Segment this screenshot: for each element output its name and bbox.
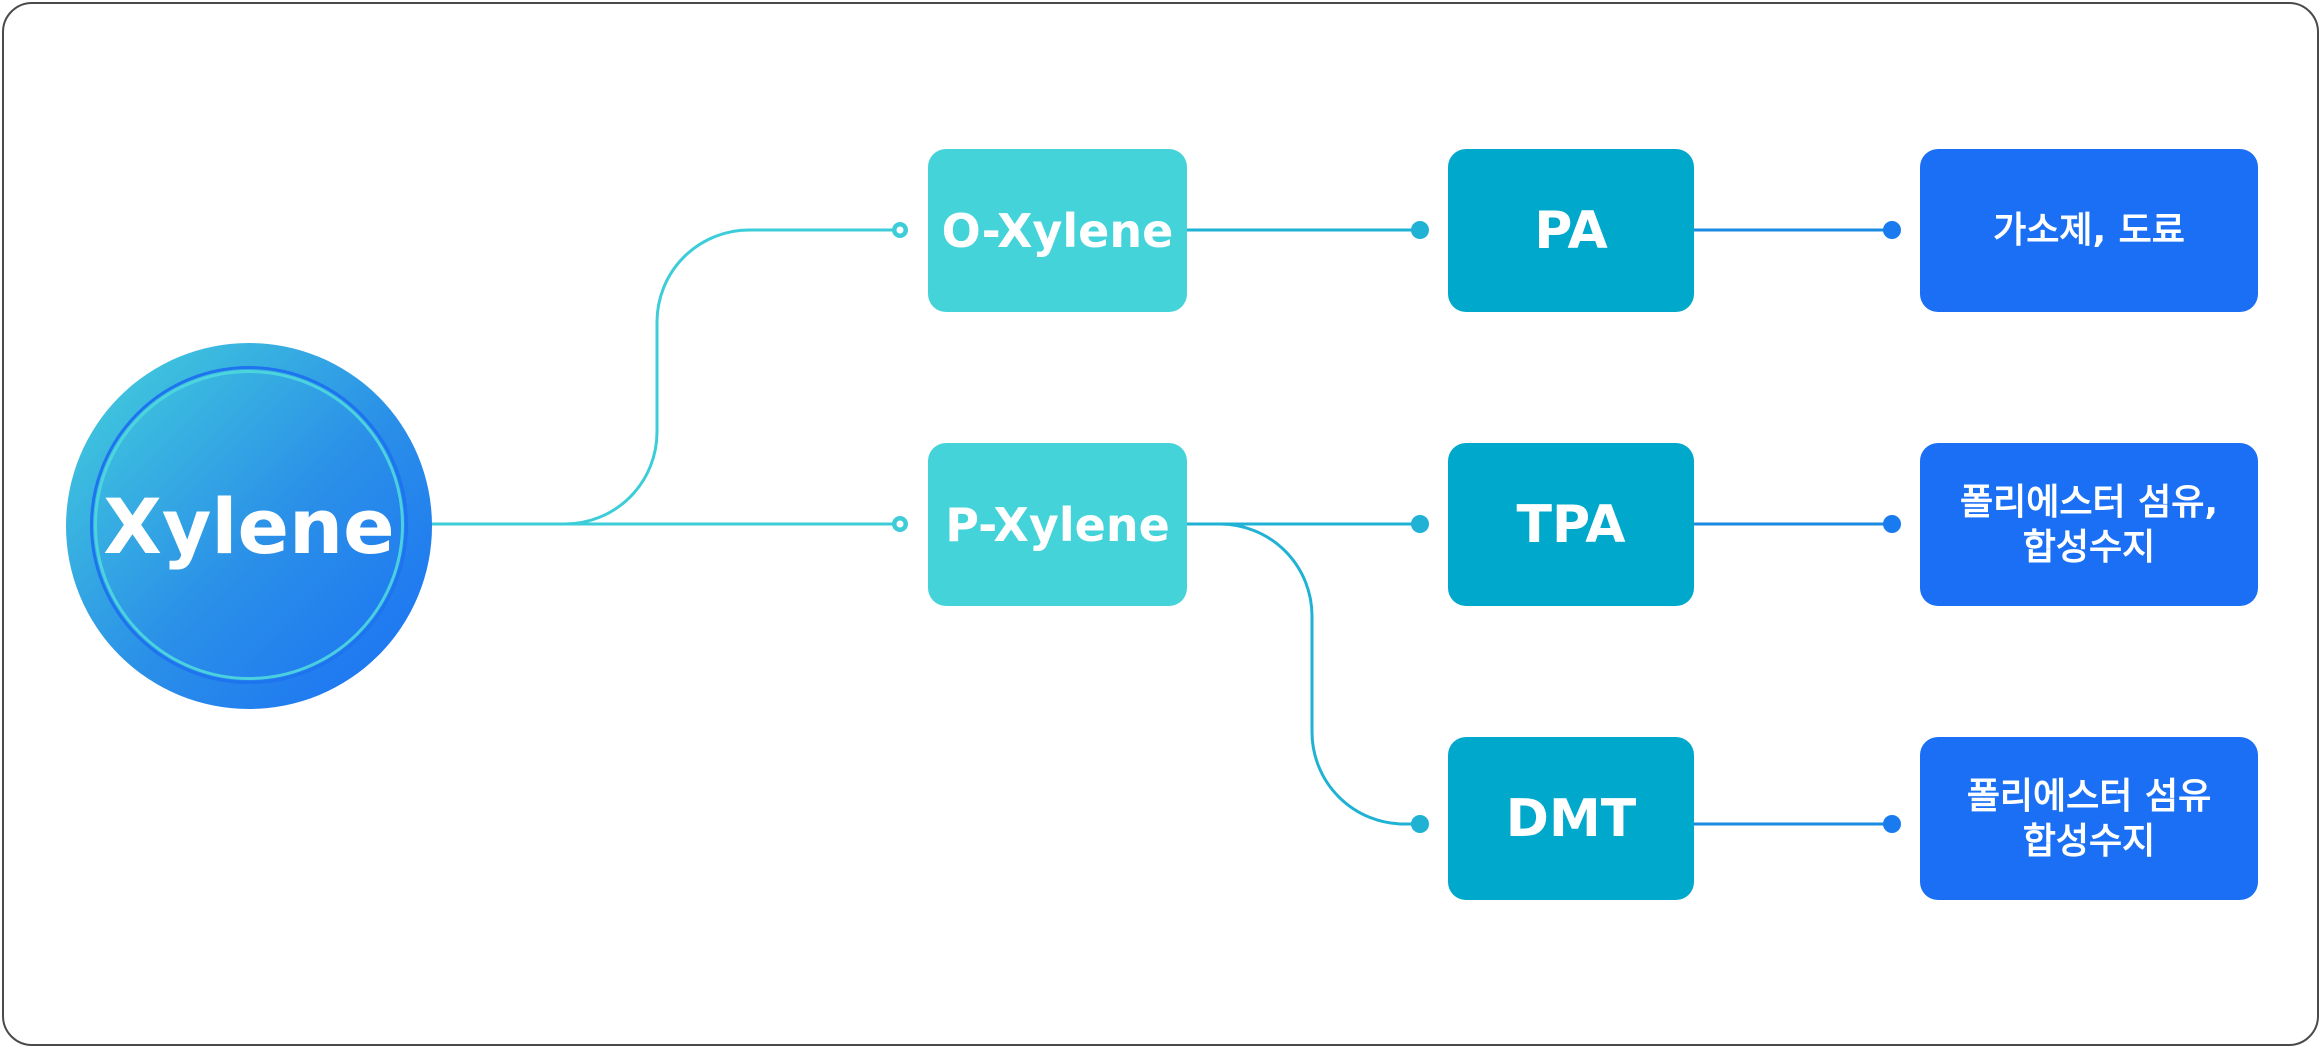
node-dot-tpa bbox=[1411, 515, 1429, 533]
node-dot-polyester-1 bbox=[1883, 515, 1901, 533]
root-node-inner-ring bbox=[90, 366, 408, 684]
link-root-o-xylene bbox=[430, 228, 900, 526]
node-polyester-fiber-resin-1-line1: 폴리에스터 섬유, bbox=[1959, 481, 2219, 523]
node-tpa: TPA bbox=[1448, 443, 1694, 606]
node-dot-polyester-2 bbox=[1883, 815, 1901, 833]
node-polyester-fiber-resin-2-line1: 폴리에스터 섬유 bbox=[1966, 775, 2212, 817]
root-node-label: Xylene bbox=[103, 481, 395, 571]
node-dot-dmt bbox=[1411, 815, 1429, 833]
node-o-xylene: O-Xylene bbox=[928, 149, 1187, 312]
node-polyester-fiber-resin-1-line2: 합성수지 bbox=[2022, 526, 2156, 568]
node-plasticizer-paint-line1: 가소제, 도료 bbox=[1993, 210, 2185, 251]
node-polyester-fiber-resin-2: 폴리에스터 섬유 합성수지 bbox=[1920, 737, 2258, 900]
node-polyester-fiber-resin-2-line2: 합성수지 bbox=[2022, 820, 2156, 862]
node-polyester-fiber-resin-1: 폴리에스터 섬유, 합성수지 bbox=[1920, 443, 2258, 606]
node-dmt: DMT bbox=[1448, 737, 1694, 900]
node-dot-plasticizer bbox=[1883, 221, 1901, 239]
node-plasticizer-paint: 가소제, 도료 bbox=[1920, 149, 2258, 312]
root-node-inner-ring-highlight bbox=[94, 370, 404, 680]
node-pa: PA bbox=[1448, 149, 1694, 312]
link-p-xylene-dmt bbox=[1187, 522, 1420, 826]
node-dot-pa bbox=[1411, 221, 1429, 239]
node-p-xylene: P-Xylene bbox=[928, 443, 1187, 606]
